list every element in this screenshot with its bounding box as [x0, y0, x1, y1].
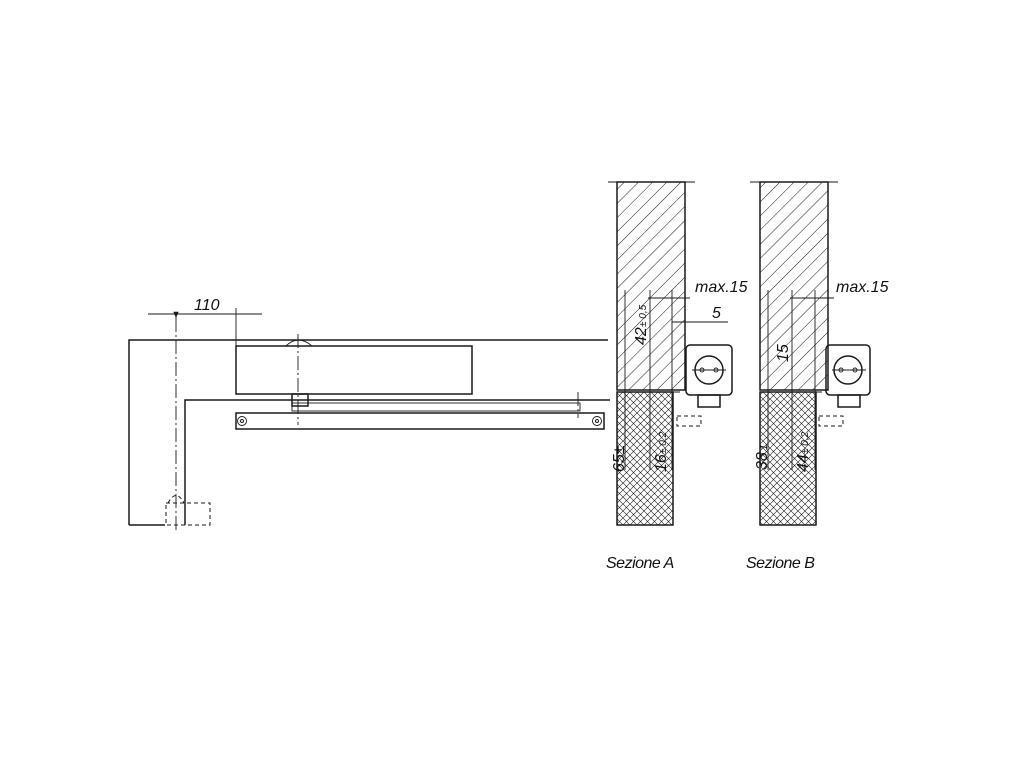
section-a-caption: Sezione A	[606, 555, 674, 572]
section-a-door-leaf	[616, 391, 674, 526]
dimension-110-label: 110	[194, 297, 220, 314]
section-a-dim-5: 5	[712, 305, 721, 322]
door-closer-body	[235, 334, 473, 425]
section-b-dim-44: 44	[795, 454, 812, 472]
section-b-dim-max15: max.15	[836, 279, 889, 296]
section-b-dim-38: 38	[754, 452, 771, 470]
section-a-dim-16: 16	[653, 454, 670, 472]
section-b-caption: Sezione B	[746, 555, 815, 572]
section-b-wall	[759, 181, 829, 391]
section-a-dim-16-tol: ± 0,2	[658, 431, 669, 454]
section-a-closer-profile	[676, 344, 733, 427]
section-b-dim-38-tol: 1	[759, 444, 770, 450]
section-b-dim-44-tol: ± 0,2	[800, 431, 811, 454]
section-a: max.15 5 42 ± 0,5 65± 16 ± 0,2 Sezione A	[606, 181, 748, 572]
section-a-dim-max15: max.15	[695, 279, 748, 296]
floor-pivot-hidden	[165, 495, 211, 526]
section-b-dim-15: 15	[775, 344, 792, 362]
door-frame-outline	[128, 339, 610, 526]
plan-view: 110	[128, 297, 610, 530]
section-b-door-leaf	[759, 391, 817, 526]
section-b-closer-profile	[818, 344, 871, 427]
slide-rail	[235, 392, 605, 430]
section-a-wall	[616, 181, 686, 391]
dimension-110: 110	[148, 297, 262, 346]
section-a-dim-42-tol: ± 0,5	[638, 304, 649, 327]
section-a-dim-65: 65±	[611, 445, 628, 472]
section-a-dim-42: 42	[633, 327, 650, 345]
section-b: max.15 15 38 1 44 ± 0,2 Sezione B	[746, 181, 889, 572]
